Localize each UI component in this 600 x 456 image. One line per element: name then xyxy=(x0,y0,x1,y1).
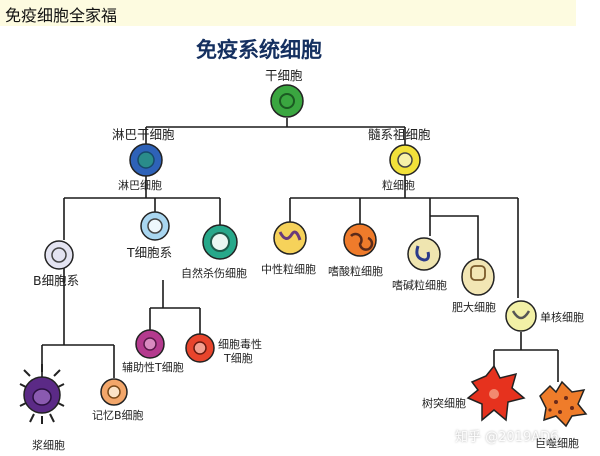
stem-cell xyxy=(270,84,304,118)
t-cell-nucleus xyxy=(147,218,163,234)
eosinophil-nucleus xyxy=(350,232,374,251)
header-title: 免疫细胞全家福 xyxy=(5,6,118,25)
label-lymphoid-stem: 淋巴干细胞 xyxy=(112,127,175,142)
connector-lines xyxy=(41,118,559,382)
helper-t-nucleus xyxy=(143,337,157,351)
label-helper-t: 辅助性T细胞 xyxy=(122,361,184,374)
label-basophil: 嗜碱粒细胞 xyxy=(392,279,447,292)
basophil-cell xyxy=(407,237,441,271)
label-nk-cell: 自然杀伤细胞 xyxy=(181,267,247,280)
label-granulocyte: 粒细胞 xyxy=(382,179,415,192)
mast-cell xyxy=(461,258,495,296)
zhihu-watermark: 知乎 @2019AD6 xyxy=(455,430,559,445)
b-cell-nucleus xyxy=(51,247,67,263)
label-lymphocyte: 淋巴细胞 xyxy=(118,179,162,192)
label-neutrophil: 中性粒细胞 xyxy=(261,263,316,276)
stem-cell-nucleus xyxy=(279,93,295,109)
plasma-cell xyxy=(19,364,65,424)
cytotoxic-t-nucleus xyxy=(193,341,207,355)
t-lineage-lines xyxy=(149,280,201,334)
label-dendritic: 树突细胞 xyxy=(422,397,466,410)
label-cytotoxic-t-line2: T细胞 xyxy=(224,352,253,365)
label-plasma-cell: 浆细胞 xyxy=(32,439,65,452)
myeloid-branch-lines xyxy=(289,174,519,298)
macrophage-granules xyxy=(548,396,574,414)
nk-cell-nucleus xyxy=(210,232,230,252)
lymphoid-branch-lines xyxy=(63,174,221,240)
label-cytotoxic-t-line1: 细胞毒性 xyxy=(218,338,262,351)
stem-branch-lines xyxy=(145,118,406,146)
myeloid-progenitor-nucleus xyxy=(397,152,413,168)
label-b-cell: B细胞系 xyxy=(33,273,80,288)
monocyte-nucleus xyxy=(511,310,531,320)
b-cell xyxy=(44,240,74,270)
b-lineage-lines xyxy=(41,268,115,378)
label-monocyte: 单核细胞 xyxy=(540,311,584,324)
diagram-title: 免疫系统细胞 xyxy=(196,38,322,62)
monocyte-branch-lines xyxy=(493,332,559,382)
dendritic-cell-nucleus xyxy=(489,389,499,399)
monocyte-cell xyxy=(505,300,537,332)
label-stem: 干细胞 xyxy=(265,68,303,83)
lymphoid-stem-nucleus xyxy=(137,151,155,169)
label-eosinophil: 嗜酸粒细胞 xyxy=(328,265,383,278)
label-myeloid-stem: 髓系祖细胞 xyxy=(368,127,431,142)
label-macrophage: 巨噬细胞 xyxy=(535,437,579,450)
neutrophil-nucleus xyxy=(278,230,302,241)
eosinophil-cell xyxy=(343,223,377,257)
label-memory-b: 记忆B细胞 xyxy=(92,409,144,422)
label-mast-cell: 肥大细胞 xyxy=(452,301,496,314)
memory-b-nucleus xyxy=(107,385,121,399)
label-t-cell: T细胞系 xyxy=(127,245,173,260)
header-bar: 免疫细胞全家福 xyxy=(0,0,576,26)
mast-cell-nucleus xyxy=(470,265,486,281)
basophil-nucleus xyxy=(415,245,430,262)
macrophage-cell xyxy=(539,380,588,428)
